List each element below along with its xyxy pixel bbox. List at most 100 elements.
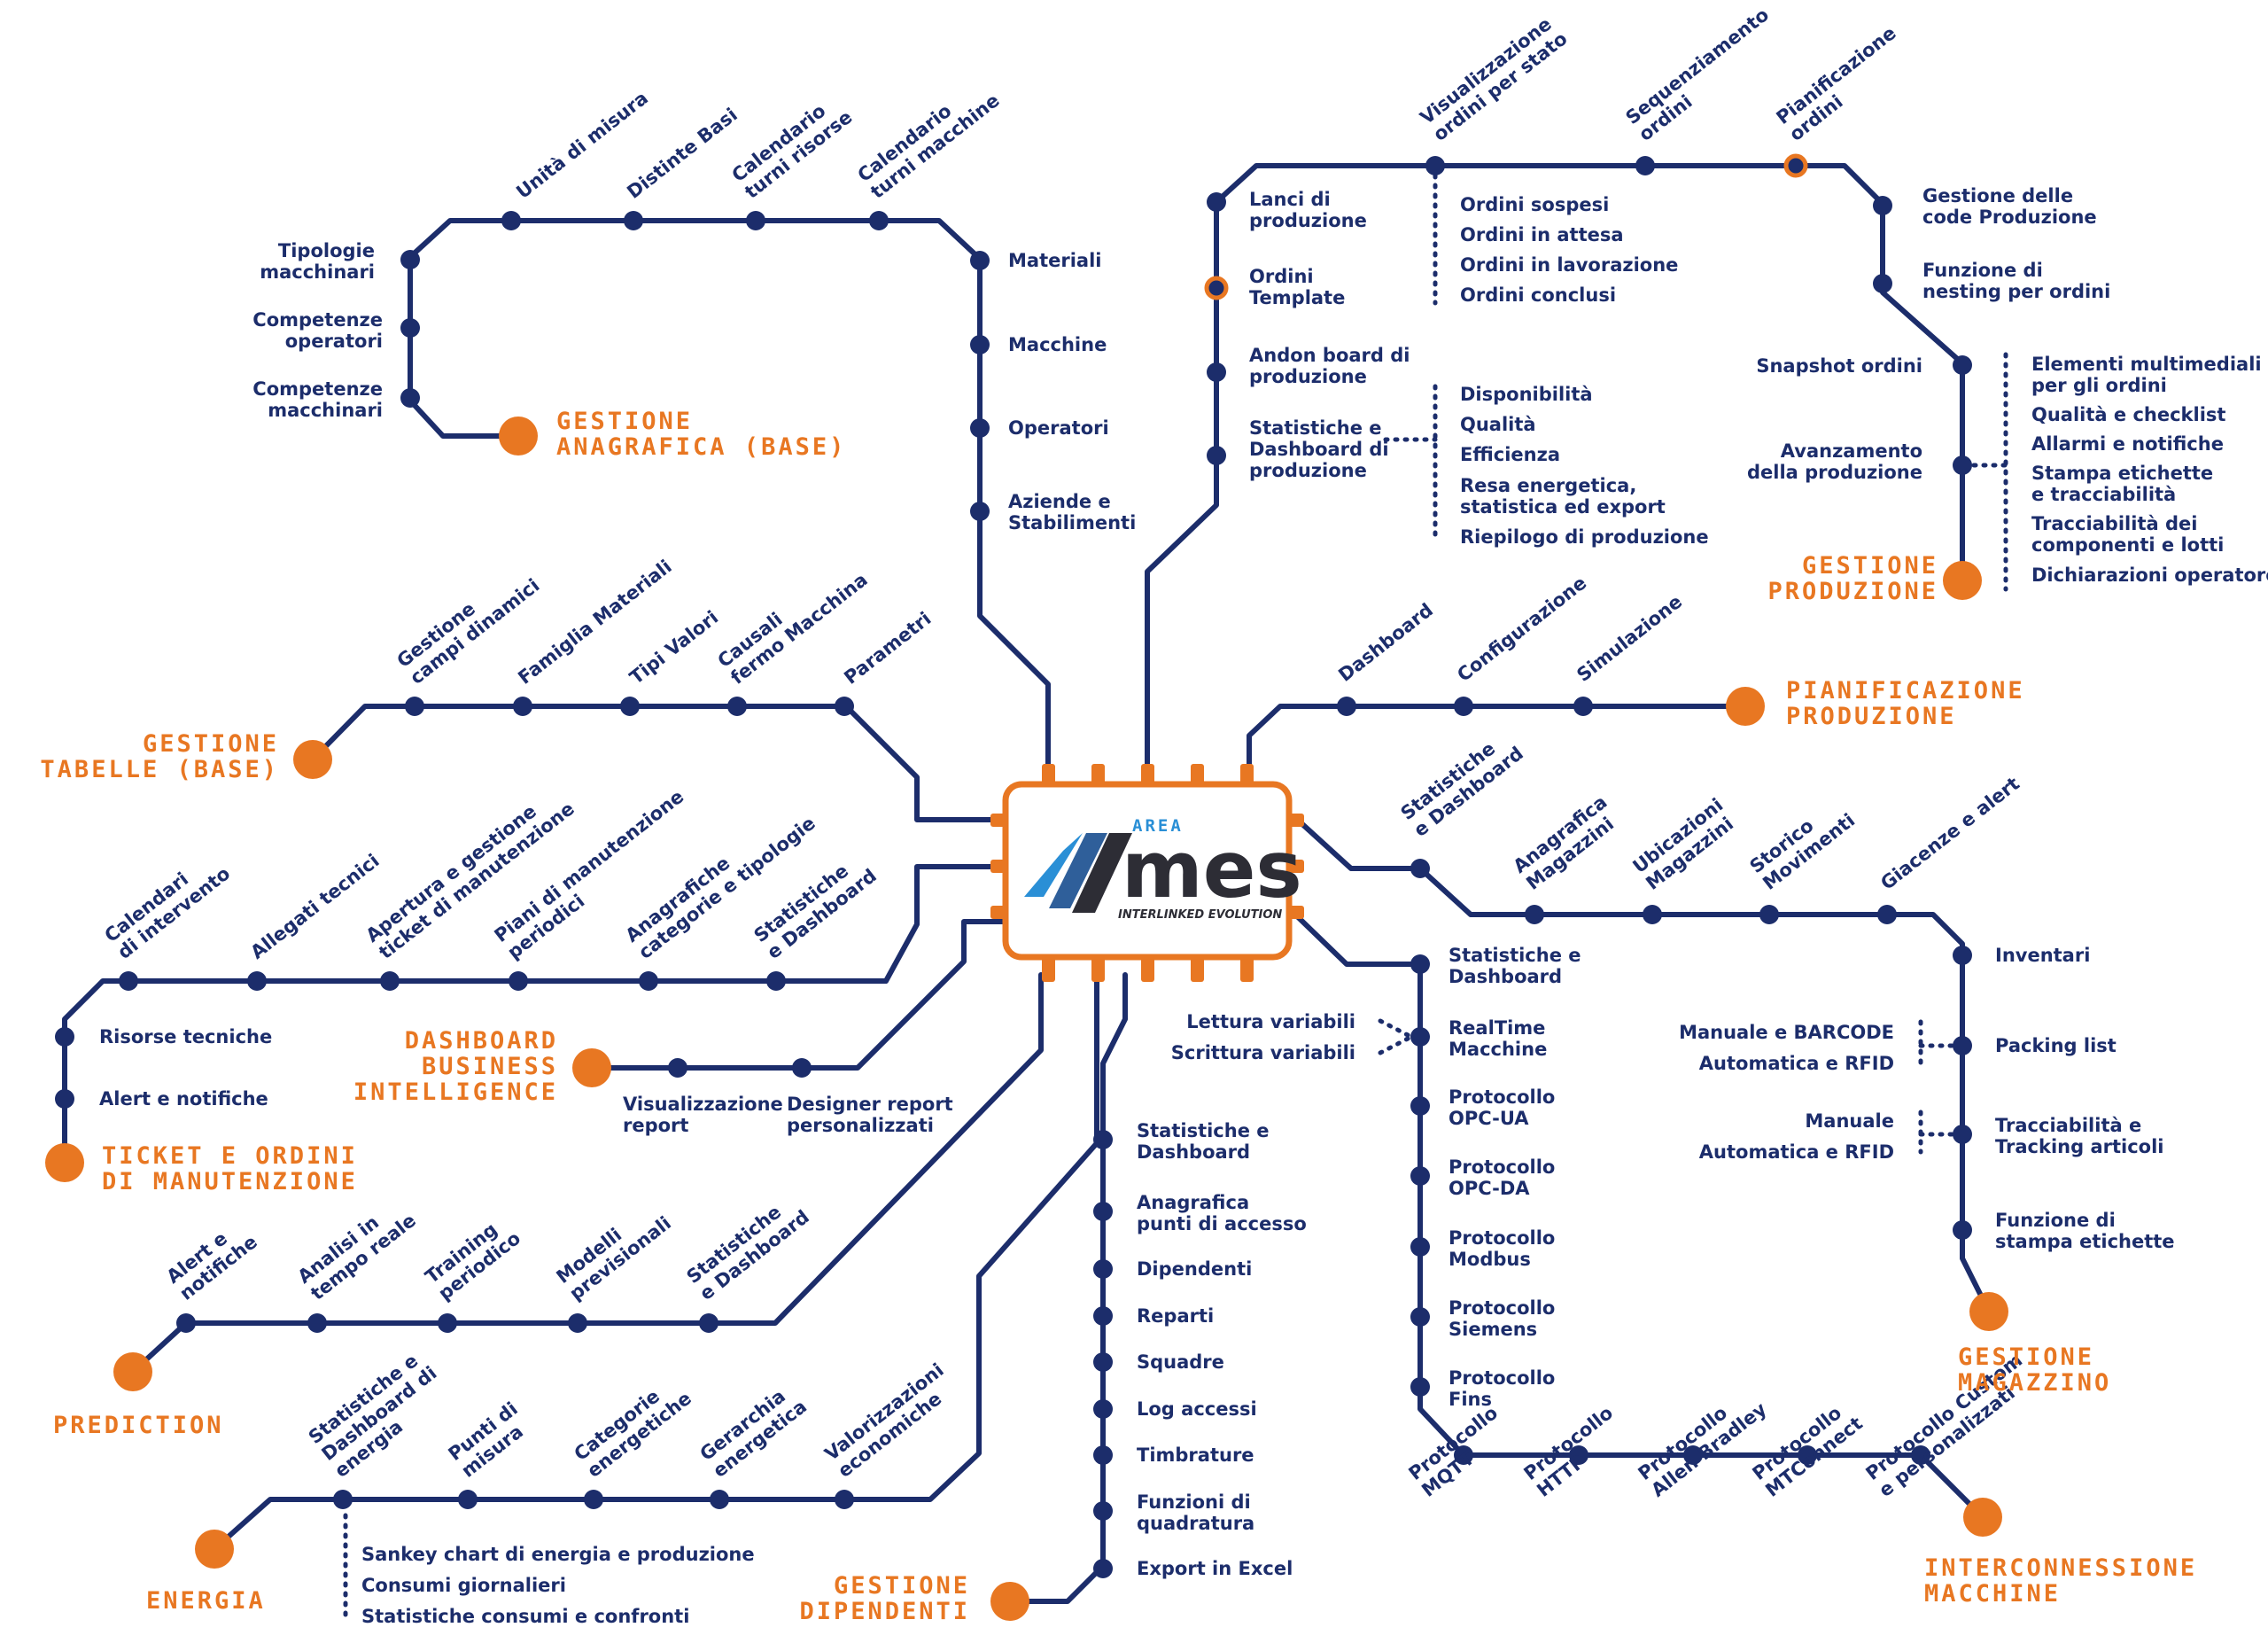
stop-training[interactable] xyxy=(438,1313,457,1333)
stop-allen-bradley[interactable] xyxy=(1683,1445,1703,1465)
stop-giacenze[interactable] xyxy=(1877,905,1897,924)
stop-modbus[interactable] xyxy=(1410,1237,1430,1257)
label-dipendenti-4: Squadre xyxy=(1137,1351,1224,1373)
stop-protocollo-custom[interactable] xyxy=(1911,1445,1930,1465)
stop-anagrafica-magazzini[interactable] xyxy=(1525,905,1544,924)
stop-snapshot[interactable] xyxy=(1953,355,1972,375)
label-dipendenti-2: Dipendenti xyxy=(1137,1258,1252,1280)
stop-operatori[interactable] xyxy=(970,418,990,438)
stop-anagrafiche-categorie[interactable] xyxy=(639,971,658,991)
stop-ubicazioni[interactable] xyxy=(1643,905,1662,924)
stop-simulazione[interactable] xyxy=(1573,697,1593,716)
stop-causali-fermo[interactable] xyxy=(727,697,747,716)
stop-calendario-risorse[interactable] xyxy=(746,211,765,230)
stop-dashboard-pian[interactable] xyxy=(1337,697,1356,716)
stop-alert-notifiche-man[interactable] xyxy=(55,1089,74,1109)
terminal-bi[interactable] xyxy=(572,1048,611,1087)
stop-statistiche-produzione[interactable] xyxy=(1207,446,1226,465)
stop-configurazione[interactable] xyxy=(1454,697,1473,716)
stop-statistiche-manutenzione[interactable] xyxy=(766,971,786,991)
stop-piani-manutenzione[interactable] xyxy=(509,971,528,991)
stop-stampa-etichette[interactable] xyxy=(1953,1220,1972,1240)
stop-log-accessi[interactable] xyxy=(1093,1399,1113,1419)
stop-tracciabilita-tracking[interactable] xyxy=(1953,1125,1972,1144)
terminal-pianificazione[interactable] xyxy=(1726,687,1765,726)
stop-http[interactable] xyxy=(1569,1445,1588,1465)
stop-statistiche-magazzino[interactable] xyxy=(1410,859,1430,878)
stop-competenze-macchinari[interactable] xyxy=(400,388,420,408)
stop-calendari-intervento[interactable] xyxy=(119,971,138,991)
stop-sequenziamento[interactable] xyxy=(1635,156,1655,175)
stop-allegati-tecnici[interactable] xyxy=(247,971,267,991)
stop-categorie-energetiche[interactable] xyxy=(584,1490,603,1509)
stop-mqtt[interactable] xyxy=(1454,1445,1473,1465)
stop-tipi-valori[interactable] xyxy=(620,697,640,716)
terminal-prediction[interactable] xyxy=(113,1352,152,1391)
label-inventari: Inventari xyxy=(1995,945,2090,966)
stop-statistiche-dipendenti[interactable] xyxy=(1093,1130,1113,1149)
stop-materiali[interactable] xyxy=(970,251,990,270)
stop-visualizzazione-report[interactable] xyxy=(668,1058,687,1078)
stop-valorizzazioni[interactable] xyxy=(835,1490,854,1509)
stop-andon-board[interactable] xyxy=(1207,362,1226,382)
terminal-anagrafica[interactable] xyxy=(499,417,538,456)
terminal-magazzino[interactable] xyxy=(1969,1292,2008,1331)
stop-siemens[interactable] xyxy=(1410,1307,1430,1327)
track-anagrafica xyxy=(408,218,1051,774)
stop-squadre[interactable] xyxy=(1093,1352,1113,1372)
stop-aziende[interactable] xyxy=(970,502,990,521)
terminal-energia[interactable] xyxy=(195,1530,234,1569)
terminal-produzione[interactable] xyxy=(1943,561,1982,600)
stop-famiglia-materiali[interactable] xyxy=(513,697,532,716)
stop-alert-prediction[interactable] xyxy=(176,1313,196,1333)
terminal-dipendenti[interactable] xyxy=(990,1582,1029,1621)
stop-campi-dinamici[interactable] xyxy=(405,697,424,716)
stop-mtconnect[interactable] xyxy=(1798,1445,1817,1465)
stop-avanzamento[interactable] xyxy=(1953,456,1972,475)
stop-storico-movimenti[interactable] xyxy=(1759,905,1779,924)
stop-quadratura[interactable] xyxy=(1093,1501,1113,1521)
stop-unita-misura[interactable] xyxy=(501,211,521,230)
stop-code-produzione[interactable] xyxy=(1873,196,1892,215)
stop-visualizzazione-ordini[interactable] xyxy=(1425,156,1445,175)
stop-competenze-operatori[interactable] xyxy=(400,318,420,338)
stop-calendario-macchine[interactable] xyxy=(869,211,889,230)
stop-punti-misura[interactable] xyxy=(458,1490,478,1509)
stop-timbrature[interactable] xyxy=(1093,1445,1113,1465)
stop-pianificazione-ordini[interactable] xyxy=(1783,153,1808,178)
stop-nesting[interactable] xyxy=(1873,274,1892,293)
stop-tipologie-macchinari[interactable] xyxy=(400,250,420,269)
stop-punti-accesso[interactable] xyxy=(1093,1202,1113,1221)
stop-opc-ua[interactable] xyxy=(1410,1096,1430,1116)
stop-risorse-tecniche[interactable] xyxy=(55,1027,74,1047)
stop-ordini-template[interactable] xyxy=(1204,276,1229,300)
stop-apertura-ticket[interactable] xyxy=(380,971,400,991)
stop-gerarchia-energetica[interactable] xyxy=(710,1490,729,1509)
stop-export-excel[interactable] xyxy=(1093,1559,1113,1578)
stop-packing-list[interactable] xyxy=(1953,1036,1972,1055)
stop-macchine[interactable] xyxy=(970,335,990,354)
stop-designer-report[interactable] xyxy=(792,1058,812,1078)
stop-dipendenti[interactable] xyxy=(1093,1259,1113,1279)
stop-reparti[interactable] xyxy=(1093,1306,1113,1326)
track-pianificazione xyxy=(1247,704,1748,774)
stop-lanci-produzione[interactable] xyxy=(1207,192,1226,212)
terminal-tabelle[interactable] xyxy=(293,740,332,779)
terminal-manutenzione[interactable] xyxy=(45,1143,84,1182)
stop-statistiche-energia[interactable] xyxy=(333,1490,353,1509)
stop-analisi-tempo-reale[interactable] xyxy=(307,1313,327,1333)
stop-statistiche-prediction[interactable] xyxy=(699,1313,718,1333)
stop-modelli[interactable] xyxy=(568,1313,587,1333)
stop-opc-da[interactable] xyxy=(1410,1166,1430,1186)
stop-realtime[interactable] xyxy=(1410,1027,1430,1047)
stop-fins[interactable] xyxy=(1410,1377,1430,1397)
stop-distinte-basi[interactable] xyxy=(624,211,643,230)
terminal-interconnessione[interactable] xyxy=(1963,1498,2002,1537)
stop-inventari[interactable] xyxy=(1953,946,1972,965)
stop-parametri[interactable] xyxy=(835,697,854,716)
stop-statistiche-interconnessione[interactable] xyxy=(1410,954,1430,974)
